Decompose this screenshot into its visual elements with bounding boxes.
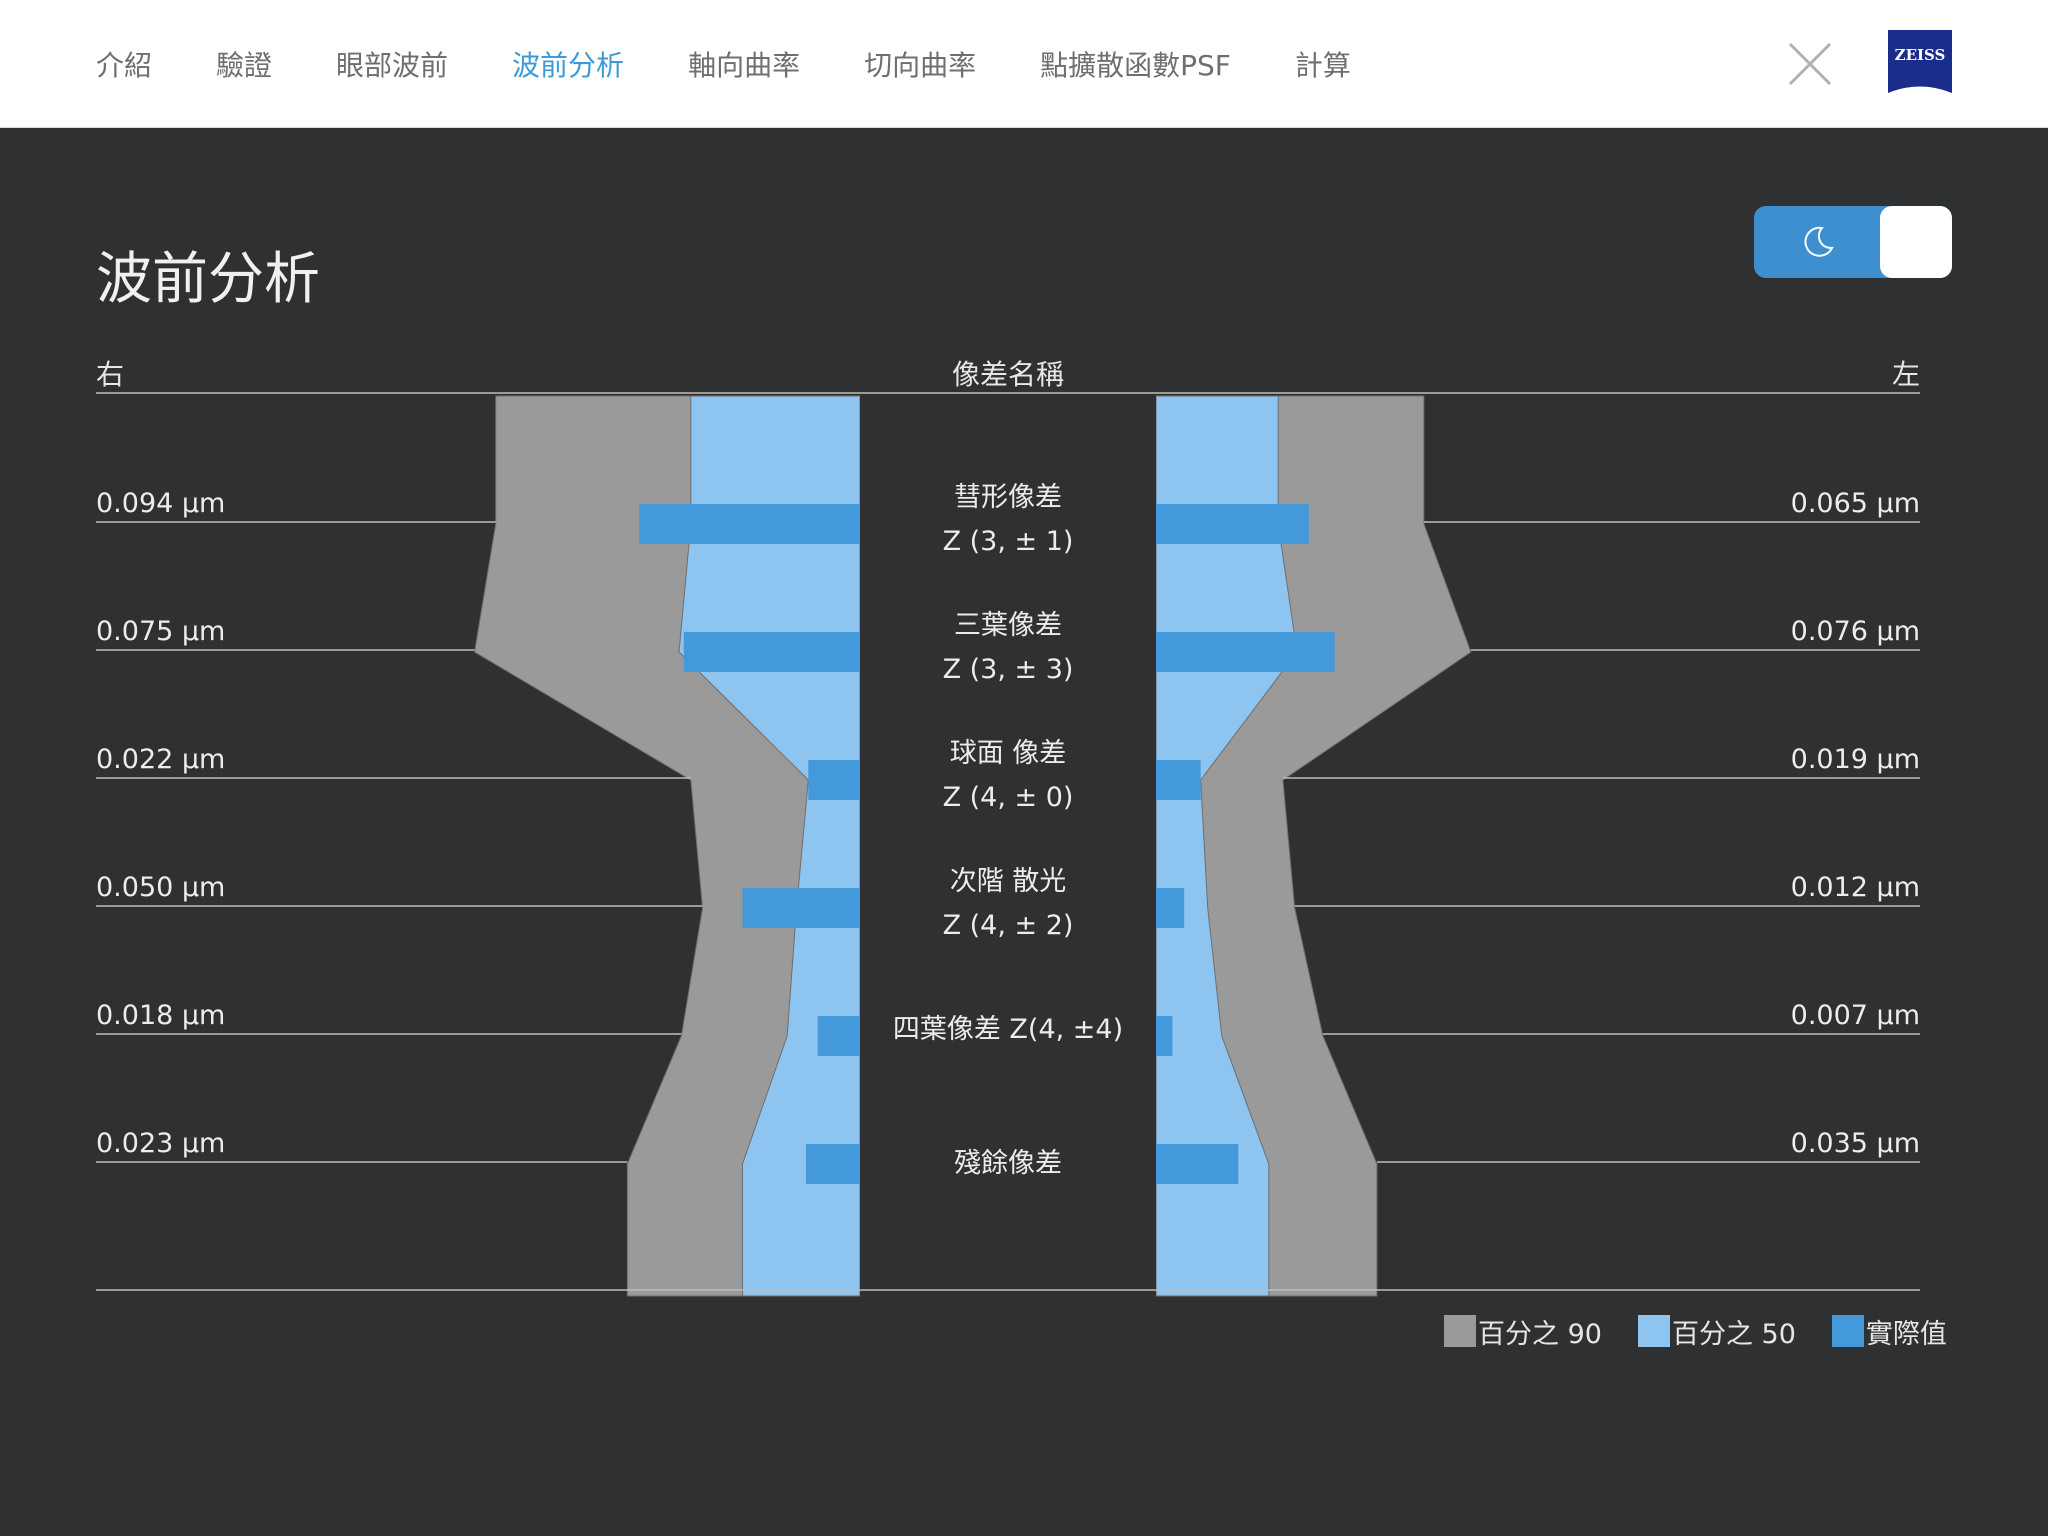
tab-intro[interactable]: 介紹 [96, 48, 153, 82]
legend-item-actual: 實際值 [1831, 1312, 1947, 1351]
aberration-name-label: 彗形像差 [954, 482, 1062, 513]
actual-bar-left [1156, 1144, 1239, 1184]
right-value-label: 0.075 µm [96, 616, 225, 647]
tab-axial-curvature[interactable]: 軸向曲率 [688, 48, 801, 82]
legend-swatch-p50 [1637, 1315, 1670, 1347]
chart-legend: 百分之 90 百分之 50 實際值 [1444, 1312, 1947, 1351]
left-value-label: 0.007 µm [1791, 1000, 1920, 1031]
tab-verification[interactable]: 驗證 [216, 48, 273, 82]
aberration-name-label: Z (4, ± 0) [943, 782, 1074, 813]
aberration-name-label: Z (3, ± 1) [943, 526, 1074, 557]
actual-bar-left [1156, 888, 1185, 928]
header-right-label: 右 [96, 358, 124, 391]
legend-item-p90: 百分之 90 [1444, 1312, 1602, 1351]
right-value-label: 0.050 µm [96, 872, 225, 903]
actual-bar-right [808, 760, 860, 800]
tab-bar: 介紹 驗證 眼部波前 波前分析 軸向曲率 切向曲率 點擴散函數PSF 計算 [96, 0, 1415, 127]
header-left-label: 左 [1892, 358, 1920, 391]
zeiss-logo-text: ZEISS [1895, 46, 1946, 64]
tab-tangential-curvature[interactable]: 切向曲率 [864, 48, 977, 82]
left-value-label: 0.012 µm [1791, 872, 1920, 903]
moon-icon [1804, 226, 1834, 257]
left-value-label: 0.076 µm [1791, 616, 1920, 647]
actual-bar-left [1156, 760, 1201, 800]
actual-bar-right [742, 888, 860, 928]
center-label-column [860, 396, 1156, 1296]
actual-bar-left [1156, 504, 1309, 544]
actual-bar-right [639, 504, 860, 544]
aberration-name-label: 殘餘像差 [954, 1148, 1062, 1179]
actual-bar-left [1156, 1016, 1173, 1056]
tab-ocular-wavefront[interactable]: 眼部波前 [336, 48, 449, 82]
legend-swatch-actual [1831, 1315, 1864, 1347]
legend-item-p50: 百分之 50 [1637, 1312, 1796, 1351]
actual-bar-right [683, 632, 860, 672]
actual-bar-left [1156, 632, 1335, 672]
wavefront-butterfly-chart: 右 像差名稱 左 0.094 µm 0.065 µm 0.075 µm 0.076 µm 0.… [96, 358, 1920, 1297]
aberration-name-label: 四葉像差 Z(4, ±4) [893, 1014, 1123, 1045]
right-value-label: 0.018 µm [96, 1000, 225, 1031]
legend-label-p90: 百分之 90 [1478, 1318, 1602, 1350]
aberration-name-label: 球面 像差 [950, 738, 1067, 769]
aberration-name-label: 次階 散光 [950, 866, 1067, 897]
header-center-label: 像差名稱 [952, 358, 1064, 391]
aberration-name-label: 三葉像差 [954, 610, 1062, 641]
p50-profile-left [1155, 395, 1298, 1297]
actual-bar-right [805, 1144, 860, 1184]
actual-bar-right [817, 1016, 860, 1056]
tab-calculation[interactable]: 計算 [1294, 48, 1351, 82]
left-value-label: 0.019 µm [1791, 744, 1920, 775]
tab-psf[interactable]: 點擴散函數PSF [1040, 48, 1231, 82]
right-value-label: 0.094 µm [96, 488, 225, 519]
page-title: 波前分析 [96, 246, 320, 312]
zeiss-logo: ZEISS [1888, 30, 1952, 96]
toggle-knob [1880, 206, 1952, 278]
close-icon[interactable] [1786, 40, 1834, 88]
aberration-name-label: Z (3, ± 3) [943, 654, 1074, 685]
left-value-label: 0.035 µm [1791, 1128, 1920, 1159]
aberration-name-label: Z (4, ± 2) [943, 910, 1074, 941]
legend-swatch-p90 [1444, 1315, 1476, 1347]
tab-wavefront-analysis[interactable]: 波前分析 [512, 48, 625, 82]
top-navigation-bar: 介紹 驗證 眼部波前 波前分析 軸向曲率 切向曲率 點擴散函數PSF 計算 ZE… [0, 0, 2048, 128]
right-value-label: 0.023 µm [96, 1128, 225, 1159]
legend-label-actual: 實際值 [1865, 1318, 1947, 1350]
right-value-label: 0.022 µm [96, 744, 225, 775]
dark-mode-toggle[interactable] [1754, 206, 1952, 278]
left-value-label: 0.065 µm [1791, 488, 1920, 519]
legend-label-p50: 百分之 50 [1671, 1318, 1796, 1350]
